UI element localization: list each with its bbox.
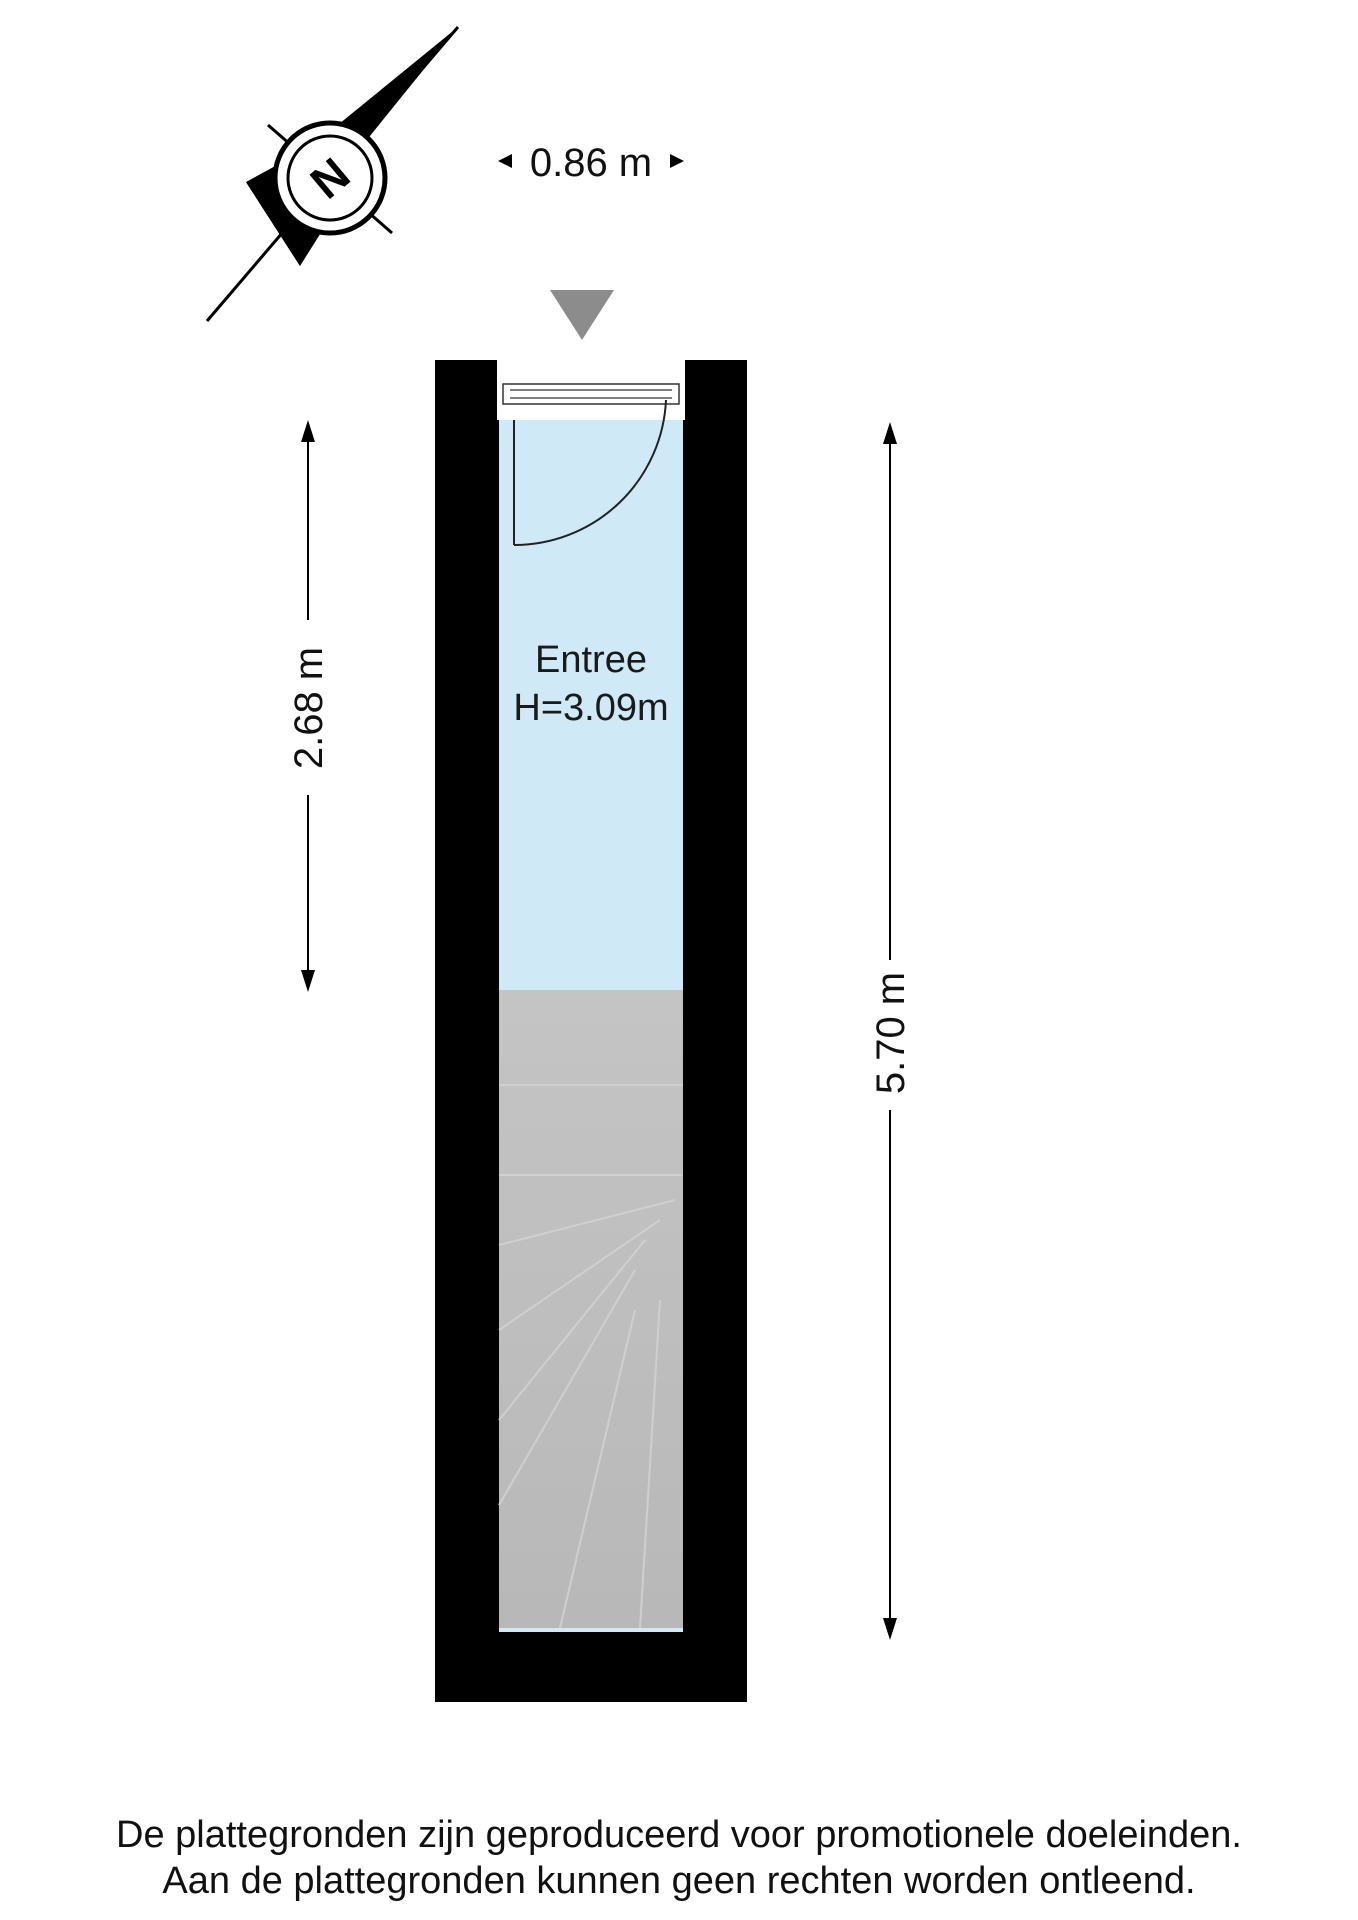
room-height: H=3.09m	[513, 687, 668, 729]
left-height-label: 2.68 m	[287, 647, 331, 769]
width-label: 0.86 m	[530, 141, 652, 185]
staircase	[498, 990, 683, 1629]
total-length-label: 5.70 m	[869, 972, 913, 1094]
disclaimer-line-2: Aan de plattegronden kunnen geen rechten…	[162, 1860, 1196, 1902]
room-name: Entree	[535, 639, 647, 681]
compass-north-icon: N	[205, 26, 460, 322]
total-length-dimension: 5.70 m	[869, 422, 913, 1640]
left-height-dimension: 2.68 m	[287, 420, 331, 992]
entrance-marker-icon	[550, 290, 614, 340]
width-dimension: 0.86 m	[498, 141, 684, 185]
entrance-door	[502, 383, 680, 547]
disclaimer-line-1: De plattegronden zijn geproduceerd voor …	[116, 1814, 1242, 1856]
room-entree-floor	[499, 420, 683, 990]
